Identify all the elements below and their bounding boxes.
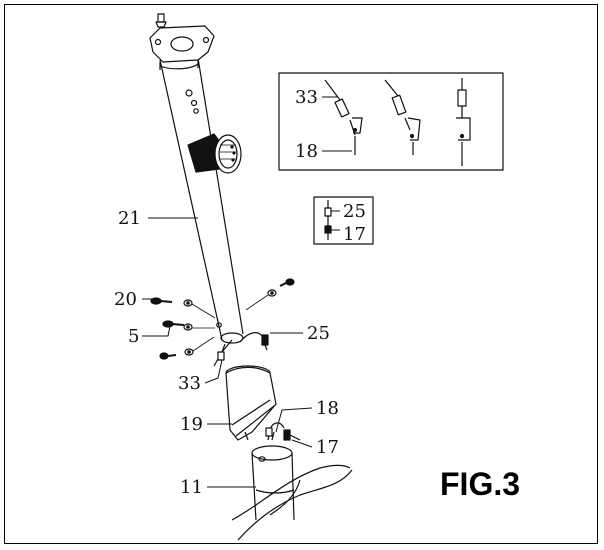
top-mounting-plate <box>149 13 215 70</box>
inset-connectors <box>278 72 504 171</box>
callout-20: 20 <box>114 289 137 310</box>
callout-11: 11 <box>180 477 203 498</box>
callout-19: 19 <box>180 414 203 435</box>
leader-5 <box>142 325 171 337</box>
leader-17 <box>291 439 313 448</box>
inset-callout-18: 18 <box>295 141 318 162</box>
lower-tube-11 <box>251 445 295 521</box>
cable-33 <box>213 339 233 367</box>
main-column-21 <box>159 51 244 344</box>
inset-cable-ends <box>313 196 374 245</box>
callout-17: 17 <box>316 437 339 458</box>
inset-callout-17: 17 <box>343 224 366 245</box>
base-frame-curve-lower <box>237 469 353 541</box>
callout-5: 5 <box>128 326 139 347</box>
figure-title: FIG.3 <box>440 466 520 502</box>
cable-18-17 <box>265 422 301 441</box>
bolts-right <box>245 278 295 311</box>
inset-callout-33: 33 <box>295 87 318 108</box>
callout-21: 21 <box>118 208 141 229</box>
inset-callout-25: 25 <box>343 201 366 222</box>
callout-18: 18 <box>316 398 339 419</box>
figure-border <box>4 4 598 544</box>
tension-knob <box>187 133 242 174</box>
cable-25 <box>239 332 269 351</box>
shroud-19 <box>225 365 277 441</box>
leader-18 <box>275 407 313 433</box>
base-frame-curve <box>231 464 351 521</box>
bolts-left <box>150 297 216 360</box>
callout-25: 25 <box>307 323 330 344</box>
leader-33 <box>204 359 223 384</box>
callout-33: 33 <box>178 373 201 394</box>
